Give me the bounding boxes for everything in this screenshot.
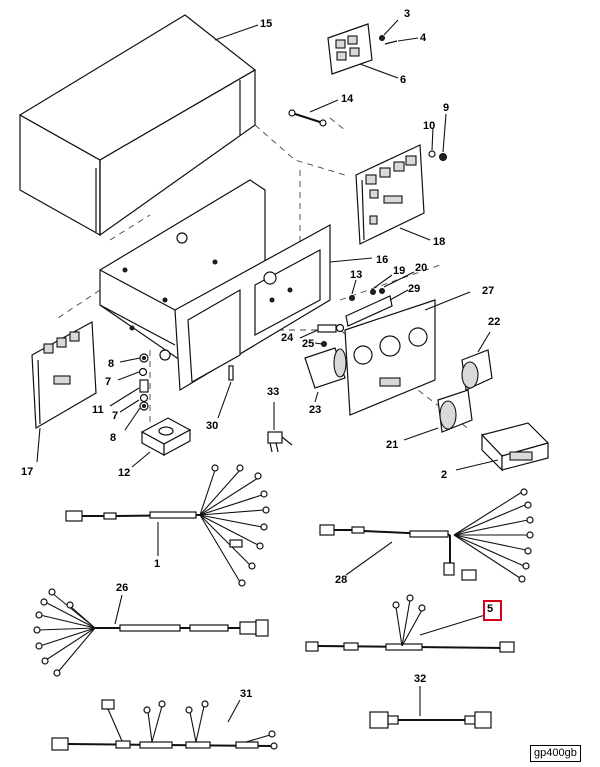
part-31-harness — [51, 699, 278, 751]
callout-7b: 7 — [112, 410, 119, 422]
part-12-mount-block — [131, 417, 192, 468]
callout-32: 32 — [414, 673, 427, 685]
callout-3: 3 — [404, 8, 411, 20]
part-14-jumper — [288, 99, 339, 127]
part-21-meter — [403, 389, 473, 441]
callout-23: 23 — [309, 404, 322, 416]
callout-10: 10 — [423, 120, 436, 132]
callout-33: 33 — [267, 386, 280, 398]
part-27-front-panel — [344, 291, 471, 416]
part-7-8-11-spacers — [109, 353, 149, 431]
callout-9: 9 — [443, 102, 450, 114]
callout-22: 22 — [488, 316, 501, 328]
callout-28: 28 — [335, 574, 348, 586]
callout-7a: 7 — [105, 376, 112, 388]
part-32-cable — [369, 686, 492, 729]
callout-20: 20 — [415, 262, 428, 274]
callout-13: 13 — [350, 269, 363, 281]
part-28-harness — [319, 488, 534, 583]
part-24-25-fittings — [299, 323, 345, 347]
part-22-meter — [461, 331, 493, 391]
part-23-fan-motor — [304, 347, 347, 403]
callout-15: 15 — [260, 18, 273, 30]
diagram-code-label: gp400gb — [530, 745, 581, 762]
part-1-harness — [65, 464, 270, 587]
part-9-10-nuts — [428, 113, 447, 161]
part-2-display-module — [455, 422, 550, 472]
callout-12: 12 — [118, 467, 131, 479]
callout-19: 19 — [393, 265, 406, 277]
part-15-cover — [18, 14, 259, 237]
callout-30: 30 — [206, 420, 219, 432]
part-30-stud — [217, 365, 234, 419]
callout-27: 27 — [482, 285, 495, 297]
callout-5-highlight — [483, 600, 502, 621]
callout-21: 21 — [386, 439, 399, 451]
callout-18: 18 — [433, 236, 446, 248]
callout-24: 24 — [281, 332, 294, 344]
part-13-19-20-29-hardware — [345, 271, 415, 327]
part-33-switch — [267, 402, 293, 453]
part-16-base-frame — [99, 179, 373, 392]
callout-8b: 8 — [110, 432, 117, 444]
callout-5: 5 — [487, 603, 494, 615]
callout-14: 14 — [341, 93, 354, 105]
callout-8a: 8 — [108, 358, 115, 370]
callout-17: 17 — [21, 466, 34, 478]
part-6-relay-board — [327, 23, 399, 79]
callout-4: 4 — [420, 32, 427, 44]
callout-6: 6 — [400, 74, 407, 86]
part-3-4-hardware — [379, 19, 419, 45]
callout-2: 2 — [441, 469, 448, 481]
callout-16: 16 — [376, 254, 389, 266]
part-26-harness — [33, 588, 269, 677]
callout-31: 31 — [240, 688, 253, 700]
callout-26: 26 — [116, 582, 129, 594]
callout-25: 25 — [302, 338, 315, 350]
part-5-harness — [305, 594, 515, 653]
callout-1: 1 — [154, 558, 161, 570]
callout-11: 11 — [92, 404, 104, 416]
callout-29: 29 — [408, 283, 421, 295]
part-18-control-board — [355, 144, 431, 245]
part-17-pc-board — [31, 321, 97, 463]
